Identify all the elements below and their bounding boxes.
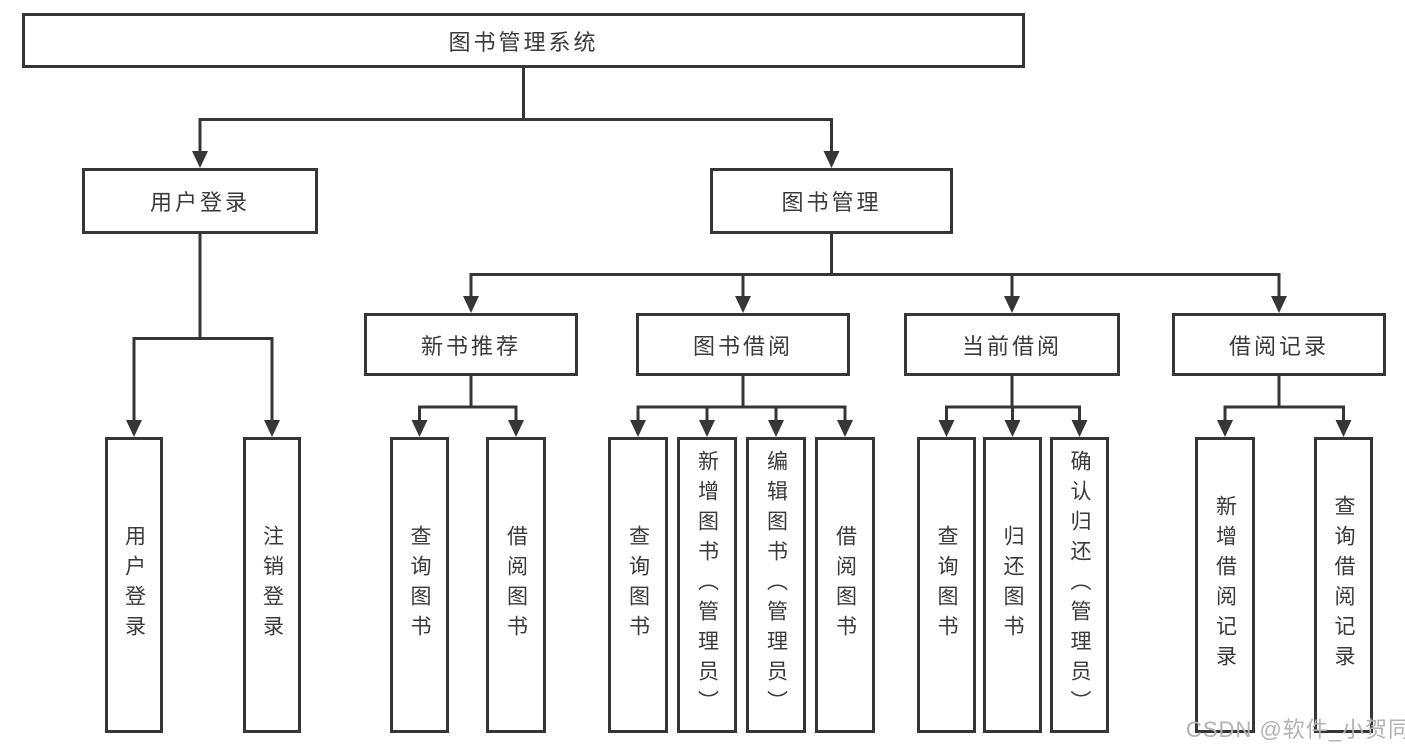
node-user-login: 用户登录 [82,168,318,234]
node-label: 编辑图书（管理员） [764,450,788,720]
node-add-borrow-record: 新增借阅记录 [1195,437,1255,733]
node-label: 用户登录 [122,525,146,645]
node-logout: 注销登录 [243,437,301,733]
node-label: 新增借阅记录 [1213,495,1237,675]
node-label: 图书管理系统 [448,29,599,55]
node-confirm-return-admin: 确认归还（管理员） [1050,437,1109,733]
node-label: 当前借阅 [961,333,1062,359]
node-borrow-books-recommend: 借阅图书 [486,437,546,733]
node-label: 借阅记录 [1228,333,1329,359]
node-label: 用户登录 [149,190,250,215]
node-label: 查询借阅记录 [1332,495,1355,675]
node-query-borrow-record: 查询借阅记录 [1314,437,1373,733]
node-library-management-system: 图书管理系统 [22,13,1025,68]
node-add-books-admin: 新增图书（管理员） [677,437,737,733]
node-label: 图书借阅 [692,333,793,359]
watermark: CSDN @软件_小贺同学 [1186,717,1405,742]
node-borrowing-records: 借阅记录 [1172,313,1386,376]
node-label: 新增图书（管理员） [695,450,719,720]
node-query-books-borrow: 查询图书 [608,437,668,733]
node-book-management: 图书管理 [710,168,953,234]
node-new-book-recommendation: 新书推荐 [364,313,578,376]
node-label: 查询图书 [408,525,431,645]
node-label: 确认归还（管理员） [1068,450,1091,720]
node-borrow-books: 借阅图书 [815,437,875,733]
node-label: 借阅图书 [504,525,528,645]
node-edit-books-admin: 编辑图书（管理员） [746,437,806,733]
node-label: 注销登录 [260,525,284,645]
node-query-books-current: 查询图书 [917,437,976,733]
node-book-borrowing: 图书借阅 [636,313,850,376]
node-label: 查询图书 [935,525,958,645]
node-return-books: 归还图书 [983,437,1042,733]
node-label: 新书推荐 [420,333,521,359]
node-label: 借阅图书 [833,525,857,645]
node-label: 归还图书 [1001,525,1024,645]
node-query-books-recommend: 查询图书 [390,437,449,733]
node-label: 查询图书 [626,525,650,645]
node-user-login-action: 用户登录 [105,437,163,733]
node-current-borrowing: 当前借阅 [904,313,1120,376]
node-label: 图书管理 [781,190,882,215]
